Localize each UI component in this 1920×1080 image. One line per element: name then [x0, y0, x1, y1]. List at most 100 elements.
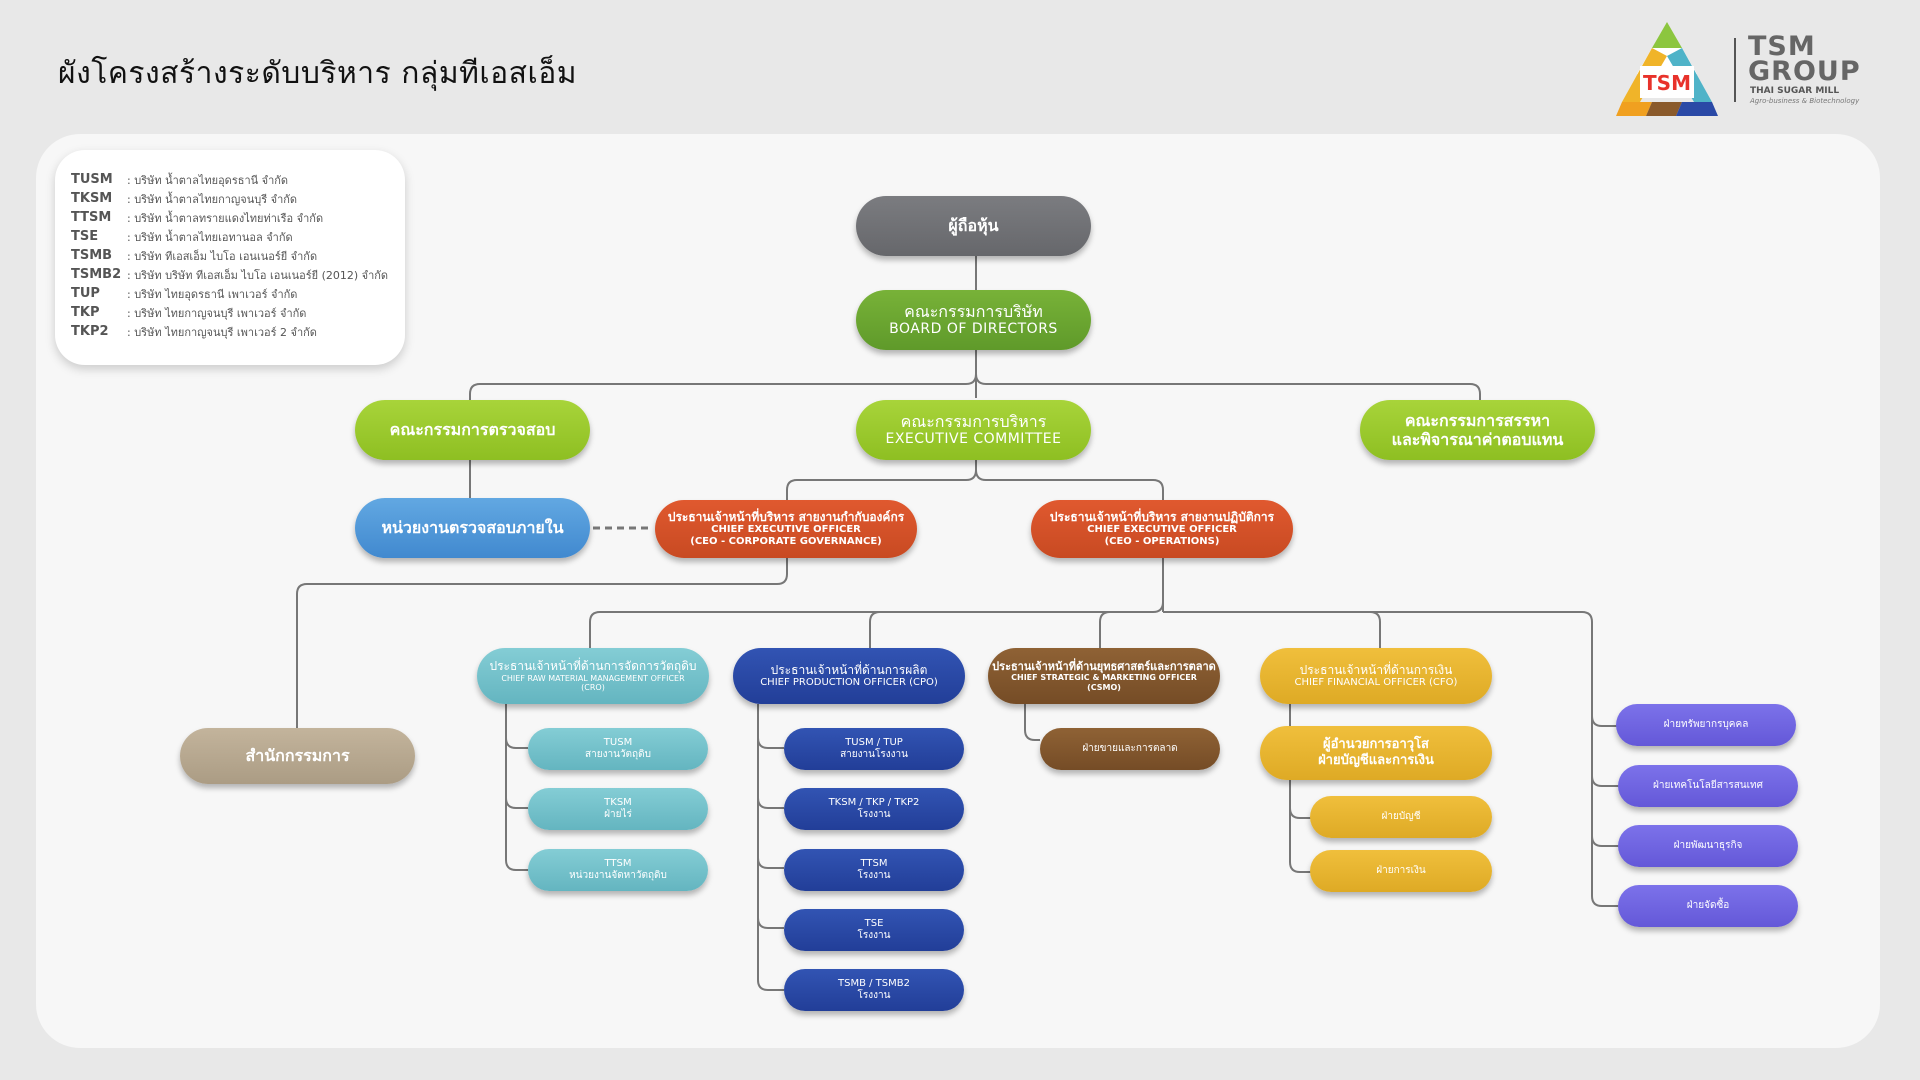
legend-description: : บริษัท ทีเอสเอ็ม ไบโอ เอนเนอร์ยี จำกัด: [127, 249, 318, 263]
node-accounting[interactable]: ฝ่ายบัญชี: [1310, 796, 1492, 838]
node-cpo-ttsm[interactable]: TTSM โรงงาน: [784, 849, 964, 891]
node-csmo-1-th: ฝ่ายขายและการตลาด: [1082, 743, 1178, 754]
legend-row: TSMB: บริษัท ทีเอสเอ็ม ไบโอ เอนเนอร์ยี จ…: [71, 246, 389, 265]
node-cfo-director-th2: ฝ่ายบัญชีและการเงิน: [1318, 753, 1434, 768]
node-audit-committee[interactable]: คณะกรรมการตรวจสอบ: [355, 400, 590, 460]
line-board-nomination: [975, 350, 1481, 402]
line-dept-1: [1591, 715, 1618, 727]
node-cfo-en1: CHIEF FINANCIAL OFFICER (CFO): [1294, 677, 1458, 689]
line-csmo-sub: [1024, 704, 1040, 741]
legend-code: TKP: [71, 305, 100, 320]
node-cro-1-code: TUSM: [603, 737, 633, 748]
logo-subtitle: THAI SUGAR MILL: [1750, 86, 1840, 96]
line-ceo-cg-office: [296, 556, 788, 730]
node-csmo[interactable]: ประธานเจ้าหน้าที่ด้านยุทธศาสตร์และการตลา…: [988, 648, 1220, 704]
legend-description: : บริษัท น้ำตาลทรายแดงไทยท่าเรือ จำกัด: [127, 211, 324, 225]
node-cro-tksm[interactable]: TKSM ฝ่ายไร่: [528, 788, 708, 830]
node-audit-committee-label: คณะกรรมการตรวจสอบ: [389, 420, 556, 440]
node-cpo-en1: CHIEF PRODUCTION OFFICER (CPO): [760, 677, 938, 689]
node-cro-3-code: TTSM: [604, 858, 632, 869]
legend-description: : บริษัท น้ำตาลไทยเอทานอล จำกัด: [127, 230, 293, 244]
node-cro-tusm[interactable]: TUSM สายงานวัตถุดิบ: [528, 728, 708, 770]
node-cro-en2: (CRO): [581, 683, 605, 693]
line-director-sub: [1289, 780, 1312, 873]
node-cpo-tksm-tkp[interactable]: TKSM / TKP / TKP2 โรงงาน: [784, 788, 964, 830]
node-dept-4-th: ฝ่ายจัดซื้อ: [1686, 900, 1730, 911]
node-nomination-committee[interactable]: คณะกรรมการสรรหา และพิจารณาค่าตอบแทน: [1360, 400, 1595, 460]
line-exec-ceo-ops: [975, 460, 1164, 500]
node-cpo-4-th: โรงงาน: [857, 930, 891, 941]
node-cro[interactable]: ประธานเจ้าหน้าที่ด้านการจัดการวัตถุดิบ C…: [477, 648, 709, 704]
node-csmo-en2: (CSMO): [1087, 682, 1121, 692]
node-csmo-en1: CHIEF STRATEGIC & MARKETING OFFICER: [1011, 673, 1197, 682]
line-cro-sub: [505, 704, 528, 871]
logo-tagline: Agro-business & Biotechnology: [1750, 97, 1860, 105]
node-cpo-5-code: TSMB / TSMB2: [838, 978, 910, 989]
line-director-1: [1289, 807, 1312, 819]
node-ceo-operations[interactable]: ประธานเจ้าหน้าที่บริหาร สายงานปฏิบัติการ…: [1031, 500, 1293, 558]
node-information-technology[interactable]: ฝ่ายเทคโนโลยีสารสนเทศ: [1618, 765, 1798, 807]
node-ceo-ops-en1: CHIEF EXECUTIVE OFFICER: [1087, 524, 1237, 536]
tsm-triangle-icon: TSM: [1616, 22, 1718, 116]
legend-description: : บริษัท น้ำตาลไทยอุดรธานี จำกัด: [127, 173, 289, 187]
node-cro-2-th: ฝ่ายไร่: [604, 809, 632, 820]
logo-mark-text: TSM: [1643, 71, 1691, 95]
node-board-of-directors[interactable]: คณะกรรมการบริษัท BOARD OF DIRECTORS: [856, 290, 1091, 350]
node-shareholders[interactable]: ผู้ถือหุ้น: [856, 196, 1091, 256]
node-procurement[interactable]: ฝ่ายจัดซื้อ: [1618, 885, 1798, 927]
legend-description: : บริษัท น้ำตาลไทยกาญจนบุรี จำกัด: [127, 192, 298, 206]
node-ceo-ops-th: ประธานเจ้าหน้าที่บริหาร สายงานปฏิบัติการ: [1049, 509, 1275, 524]
node-nomination-th1: คณะกรรมการสรรหา: [1404, 410, 1551, 430]
logo-word-group: GROUP: [1748, 56, 1861, 87]
legend-row: TUSM : บริษัท น้ำตาลไทยอุดรธานี จำกัด: [71, 170, 389, 189]
node-exec-en: EXECUTIVE COMMITTEE: [885, 431, 1062, 448]
legend-row: TSMB2: บริษัท บริษัท ทีเอสเอ็ม ไบโอ เอนเ…: [71, 265, 389, 284]
legend-code: TKP2: [71, 324, 109, 339]
node-ceo-cg-en1: CHIEF EXECUTIVE OFFICER: [711, 524, 861, 536]
node-human-resources[interactable]: ฝ่ายทรัพยากรบุคคล: [1616, 704, 1796, 746]
line-ops-cpo: [869, 611, 881, 648]
legend-description: : บริษัท ไทยกาญจนบุรี เพาเวอร์ 2 จำกัด: [127, 325, 317, 339]
tsm-group-logo: TSM TSM GROUP THAI SUGAR MILL Agro-busin…: [1612, 20, 1882, 120]
node-executive-committee[interactable]: คณะกรรมการบริหาร EXECUTIVE COMMITTEE: [856, 400, 1091, 460]
legend-code: TUP: [71, 286, 100, 301]
node-cfo-senior-director[interactable]: ผู้อำนวยการอาวุโส ฝ่ายบัญชีและการเงิน: [1260, 726, 1492, 780]
line-cro-1: [505, 737, 528, 749]
node-cfo[interactable]: ประธานเจ้าหน้าที่ด้านการเงิน CHIEF FINAN…: [1260, 648, 1492, 704]
node-cro-ttsm[interactable]: TTSM หน่วยงานจัดหาวัตถุดิบ: [528, 849, 708, 891]
node-cpo-tusm-tup[interactable]: TUSM / TUP สายงานโรงงาน: [784, 728, 964, 770]
legend-code: TUSM: [71, 172, 113, 187]
node-board-office[interactable]: สำนักกรรมการ: [180, 728, 415, 784]
logo-divider: [1734, 38, 1736, 102]
line-ops-cfo: [1163, 611, 1381, 648]
line-cpo-1: [757, 737, 784, 749]
line-cpo-2: [757, 797, 784, 809]
node-nomination-th2: และพิจารณาค่าตอบแทน: [1391, 430, 1564, 449]
node-cpo[interactable]: ประธานเจ้าหน้าที่ด้านการผลิต CHIEF PRODU…: [733, 648, 965, 704]
node-office-label: สำนักกรรมการ: [245, 746, 350, 766]
legend-description: : บริษัท ไทยกาญจนบุรี เพาเวอร์ จำกัด: [127, 306, 307, 320]
legend-row: TKP2 : บริษัท ไทยกาญจนบุรี เพาเวอร์ 2 จำก…: [71, 322, 389, 341]
node-cfo-th: ประธานเจ้าหน้าที่ด้านการเงิน: [1299, 662, 1453, 677]
node-ceo-corporate-governance[interactable]: ประธานเจ้าหน้าที่บริหาร สายงานกำกับองค์ก…: [655, 500, 917, 558]
line-cpo-4: [757, 917, 784, 929]
legend-row: TKP : บริษัท ไทยกาญจนบุรี เพาเวอร์ จำกัด: [71, 303, 389, 322]
node-cpo-tsmb[interactable]: TSMB / TSMB2 โรงงาน: [784, 969, 964, 1011]
node-cpo-tse[interactable]: TSE โรงงาน: [784, 909, 964, 951]
line-cpo-sub: [757, 704, 784, 991]
node-sales-marketing[interactable]: ฝ่ายขายและการตลาด: [1040, 728, 1220, 770]
node-cfo-1-th: ฝ่ายบัญชี: [1381, 811, 1421, 822]
legend-row: TTSM : บริษัท น้ำตาลทรายแดงไทยท่าเรือ จำก…: [71, 208, 389, 227]
legend-code: TTSM: [71, 210, 112, 225]
node-cro-2-code: TKSM: [604, 797, 632, 808]
node-finance[interactable]: ฝ่ายการเงิน: [1310, 850, 1492, 892]
node-cfo-director-th1: ผู้อำนวยการอาวุโส: [1322, 737, 1429, 753]
node-business-development[interactable]: ฝ่ายพัฒนาธุรกิจ: [1618, 825, 1798, 867]
line-dept-3: [1591, 835, 1620, 847]
line-cpo-3: [757, 857, 784, 869]
node-internal-audit[interactable]: หน่วยงานตรวจสอบภายใน: [355, 498, 590, 558]
page-title: ผังโครงสร้างระดับบริหาร กลุ่มทีเอสเอ็ม: [58, 56, 577, 91]
legend-description: : บริษัท บริษัท ทีเอสเอ็ม ไบโอ เอนเนอร์ย…: [127, 268, 389, 282]
